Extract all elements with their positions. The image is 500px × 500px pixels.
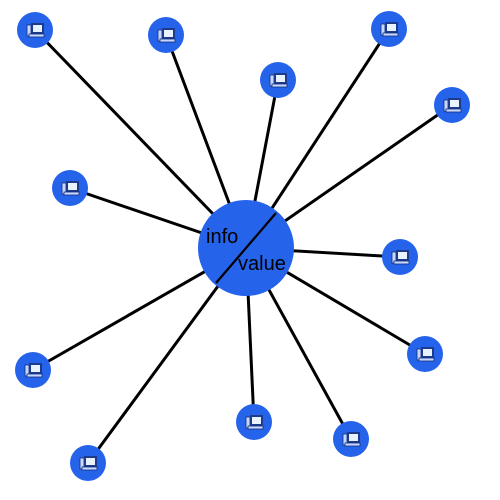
computer-node [148,17,184,53]
computer-icon [24,363,43,378]
computer-node [52,170,88,206]
computer-icon [245,415,264,430]
computer-node [407,336,443,372]
computer-node [434,87,470,123]
computer-icon [79,456,98,471]
hub-label-top: info [206,226,238,248]
hub-divider [215,212,277,284]
computer-icon [342,432,361,447]
computer-icon [416,347,435,362]
central-hub: info value [198,200,294,296]
computer-node [333,421,369,457]
computer-nodes [15,11,470,481]
computer-icon [391,250,410,265]
computer-node [17,12,53,48]
connection-line [33,28,248,250]
computer-node [260,62,296,98]
computer-icon [61,181,80,196]
computer-icon [157,28,176,43]
computer-icon [380,22,399,37]
computer-icon [443,98,462,113]
computer-node [236,404,272,440]
computer-node [15,352,51,388]
computer-node [70,445,106,481]
computer-icon [269,73,288,88]
computer-icon [26,23,45,38]
computer-node [371,11,407,47]
computer-node [382,239,418,275]
hub-label-bottom: value [238,253,286,275]
